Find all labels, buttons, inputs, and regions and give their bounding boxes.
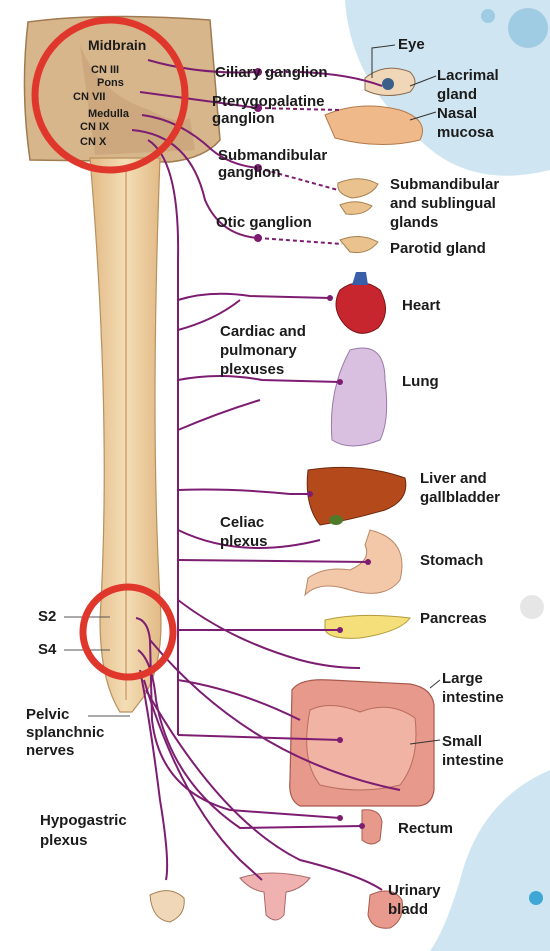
gallbladder-shape [329,515,343,525]
label-eye: Eye [398,36,425,53]
label-cn7: CN VII [73,91,105,103]
label-submandibular-ganglion-2: ganglion [218,164,281,181]
heart-shape [336,283,386,334]
corner-dot-small [481,9,495,23]
label-large-int-2: intestine [442,689,504,706]
corner-dot-bottom [529,891,543,905]
small-intestine-shape [307,705,416,790]
label-submandibular-ganglion-1: Submandibular [218,147,327,164]
label-celiac-2: plexus [220,533,268,550]
label-parotid: Parotid gland [390,240,486,257]
label-small-int-1: Small [442,733,482,750]
label-cardiac-3: plexuses [220,361,284,378]
corner-dot [508,8,548,48]
label-pelvic-2: splanchnic [26,724,104,741]
label-s4: S4 [38,641,56,658]
label-pancreas: Pancreas [420,610,487,627]
label-large-int-1: Large [442,670,483,687]
label-pelvic-3: nerves [26,742,74,759]
label-hypogastric-1: Hypogastric [40,812,127,829]
label-hypogastric-2: plexus [40,832,88,849]
label-bladder-2: bladd [388,901,428,918]
label-cn9: CN IX [80,121,109,133]
label-rectum: Rectum [398,820,453,837]
label-nasal-1: Nasal [437,105,477,122]
label-liver-1: Liver and [420,470,487,487]
label-bladder-1: Urinary [388,882,441,899]
side-dot [520,595,544,619]
label-pterygopalatine-2: ganglion [212,110,275,127]
lung-shape [331,348,386,446]
label-pterygopalatine-1: Pterygopalatine [212,93,325,110]
label-cn3: CN III [91,64,119,76]
label-pelvic-1: Pelvic [26,706,69,723]
rectum-shape [362,810,382,844]
label-cardiac-2: pulmonary [220,342,297,359]
pancreas-shape [325,615,410,638]
uterus-shape [240,873,310,920]
label-heart: Heart [402,297,440,314]
label-stomach: Stomach [420,552,483,569]
heart-vessel [352,272,368,285]
label-cardiac-1: Cardiac and [220,323,306,340]
label-ciliary-ganglion: Ciliary ganglion [215,64,328,81]
label-pons: Pons [97,77,124,89]
label-lacrimal-1: Lacrimal [437,67,499,84]
label-medulla: Medulla [88,108,129,120]
liver-shape [307,467,406,525]
submandibular-gland-shape [338,179,378,215]
label-submand-gl-2: and sublingual [390,195,496,212]
label-celiac-1: Celiac [220,514,264,531]
eye-iris [382,78,394,90]
label-liver-2: gallbladder [420,489,500,506]
label-submand-gl-1: Submandibular [390,176,499,193]
label-otic-ganglion: Otic ganglion [216,214,312,231]
label-nasal-2: mucosa [437,124,494,141]
label-s2: S2 [38,608,56,625]
label-cn10: CN X [80,136,106,148]
label-submand-gl-3: glands [390,214,438,231]
label-lacrimal-2: gland [437,86,477,103]
corner-blob-bottom-right [430,770,550,951]
parotid-shape [340,236,378,252]
label-small-int-2: intestine [442,752,504,769]
prostate-shape [150,891,184,922]
label-midbrain: Midbrain [88,37,146,54]
label-lung: Lung [402,373,439,390]
